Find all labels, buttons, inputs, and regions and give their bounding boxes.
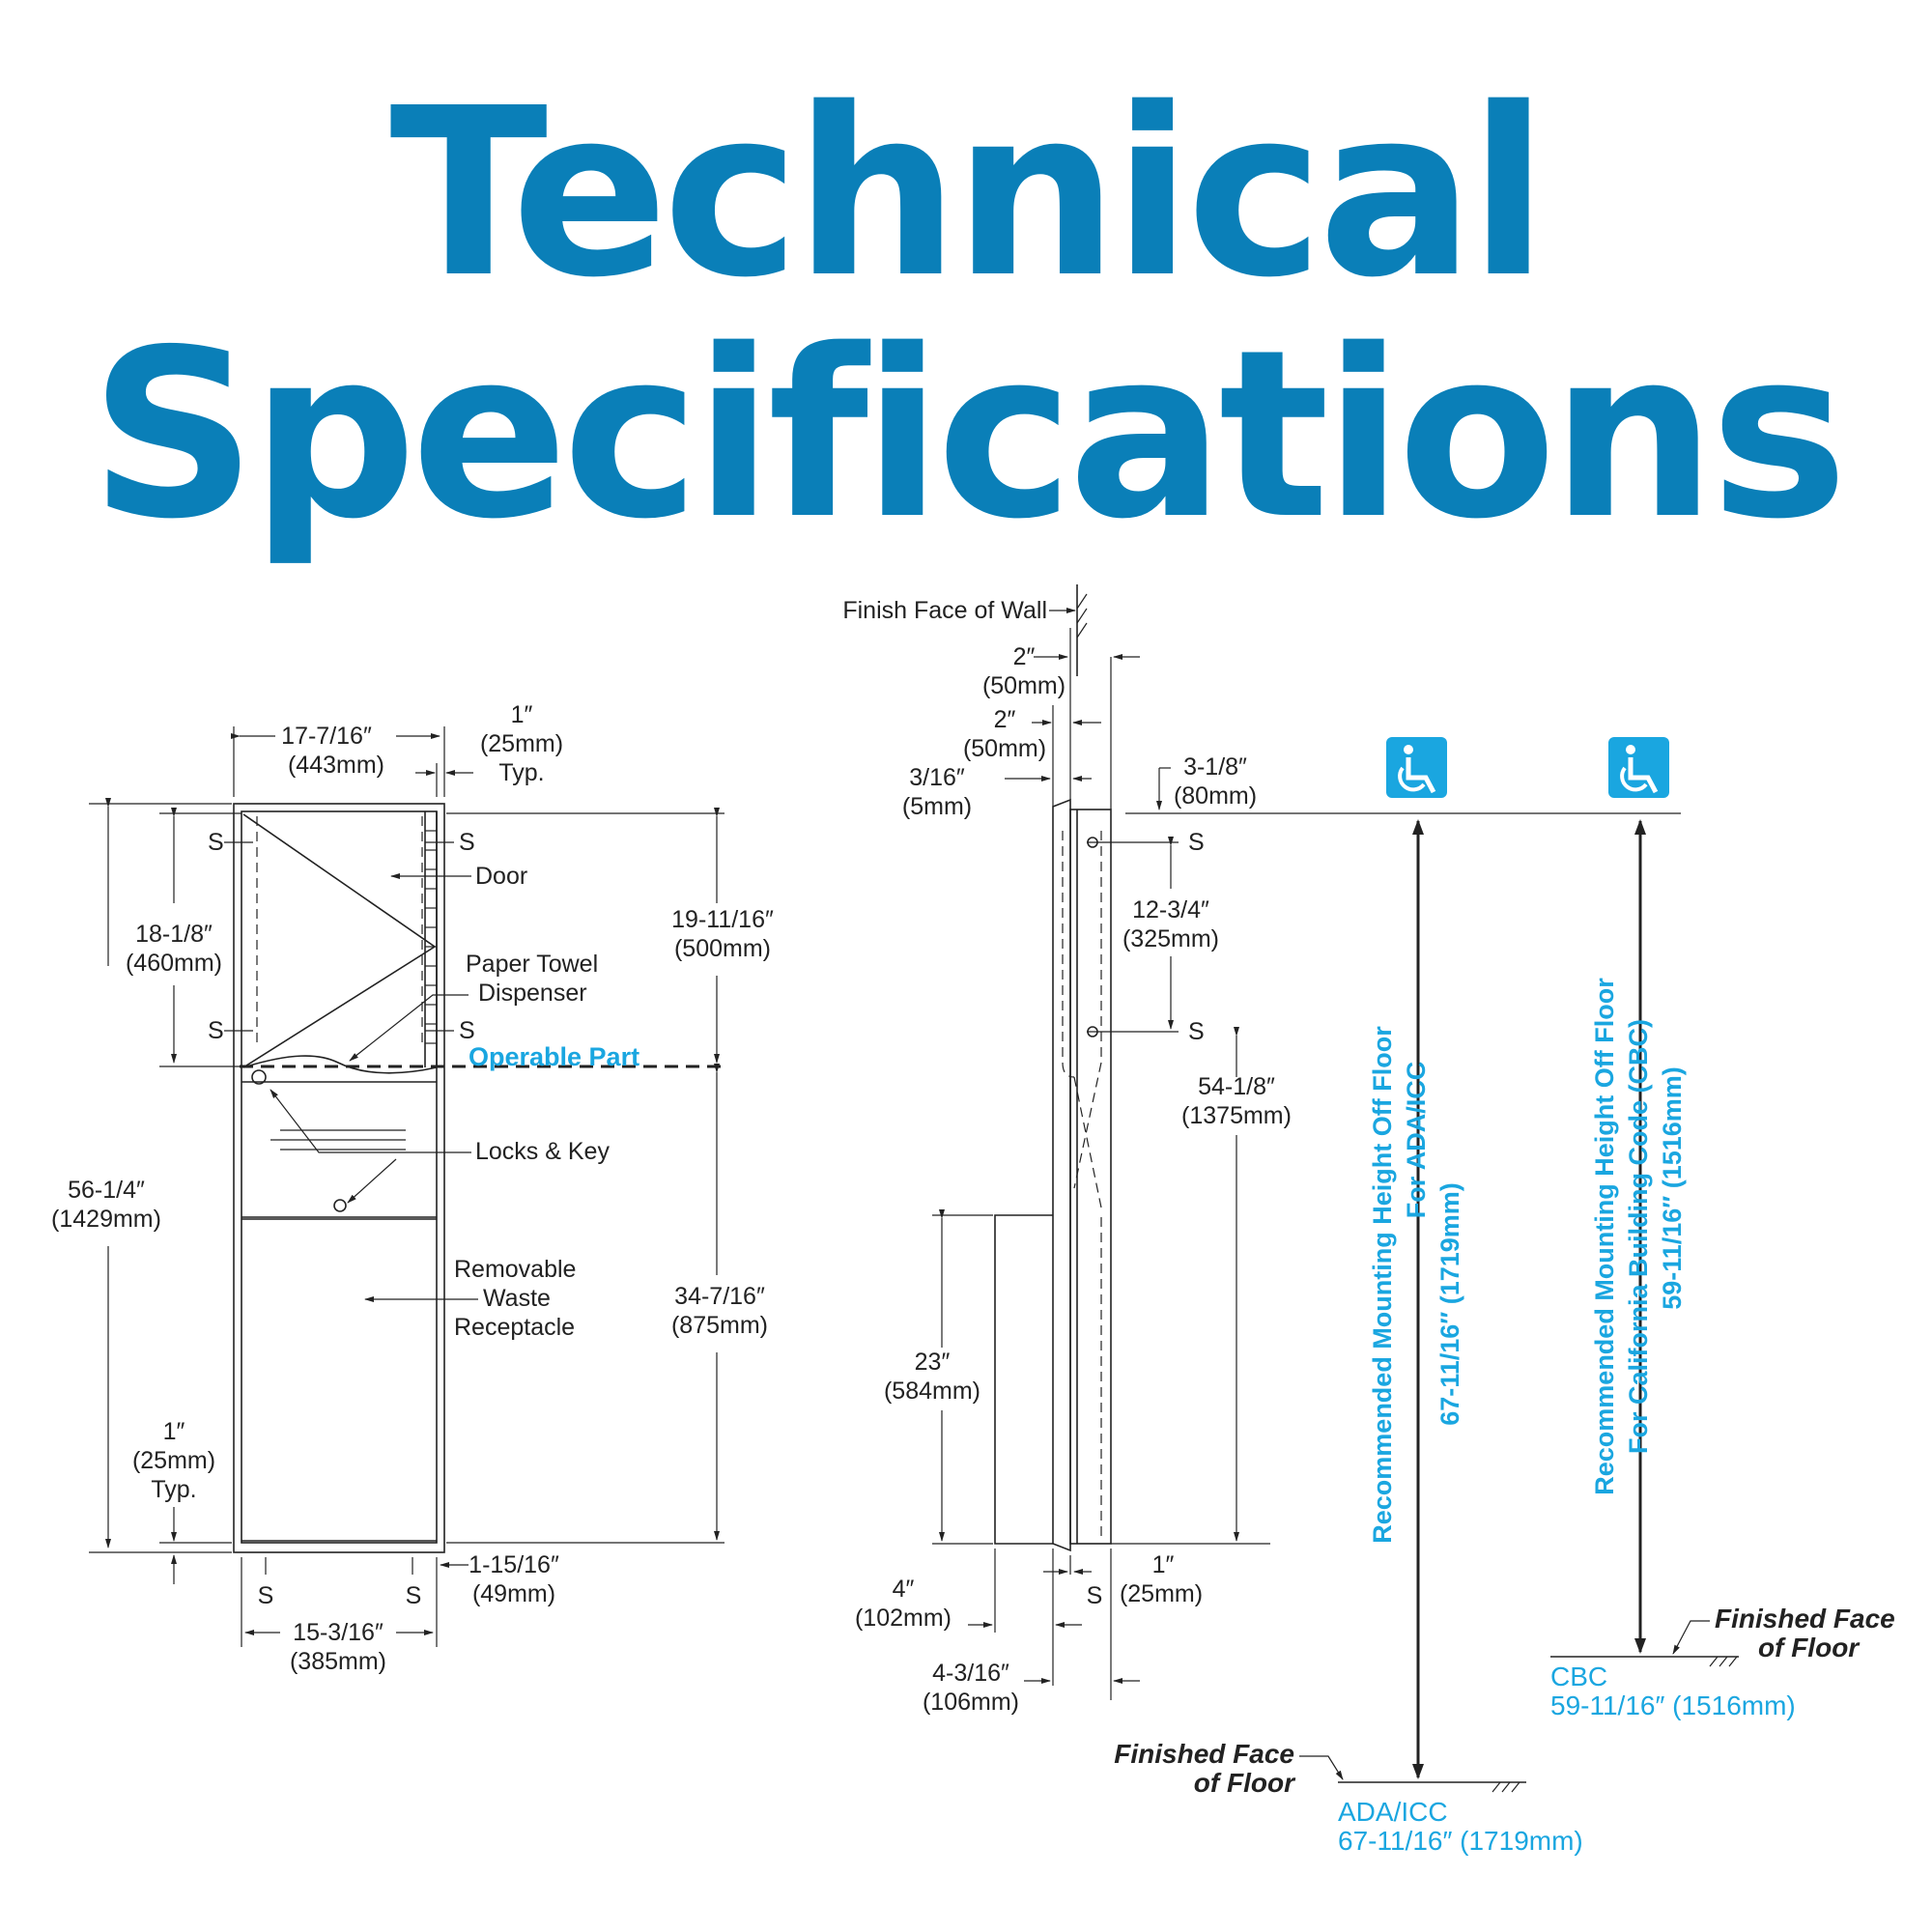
flange-typ: Typ. xyxy=(498,759,544,786)
side-dim-8: 4″ xyxy=(893,1576,915,1603)
waste-label-1: Removable xyxy=(454,1256,576,1283)
upper-right-dim: 19-11/16″ xyxy=(671,906,774,933)
screw-label: S xyxy=(406,1582,422,1609)
width-top-dim: 17-7/16″ xyxy=(281,723,372,750)
screw-label: S xyxy=(1087,1582,1103,1609)
side-view xyxy=(994,584,1112,1552)
side-dim-4: 3-1/8″ xyxy=(1183,753,1247,781)
side-dim-5-mm: (325mm) xyxy=(1122,925,1219,952)
upper-section-dim: 18-1/8″ xyxy=(135,921,213,948)
side-dim-7-mm: (584mm) xyxy=(884,1378,980,1405)
waste-label-2: Waste xyxy=(483,1285,551,1312)
operable-part-label: Operable Part xyxy=(469,1042,639,1071)
cbc-finished-floor-label-1: Finished Face xyxy=(1715,1604,1895,1634)
bottom-flange-typ: Typ. xyxy=(151,1476,196,1503)
side-dim-8-mm: (102mm) xyxy=(855,1605,952,1632)
finish-wall-label: Finish Face of Wall xyxy=(842,597,1047,624)
page-title-line-1: Technical xyxy=(389,58,1548,328)
width-top-mm: (443mm) xyxy=(288,752,384,779)
cbc-recommendation-line2: For California Building Code (CBC) xyxy=(1624,1019,1653,1454)
page-title-line-2: Specifications xyxy=(89,299,1848,570)
lock-icon xyxy=(251,1069,267,1085)
side-dim-2: 2″ xyxy=(994,706,1016,733)
locks-key-label: Locks & Key xyxy=(475,1138,610,1165)
lower-right-dim: 34-7/16″ xyxy=(674,1283,765,1310)
upper-right-mm: (500mm) xyxy=(674,935,771,962)
wheelchair-accessibility-icon xyxy=(1386,737,1447,798)
screw-label: S xyxy=(258,1582,274,1609)
side-dim-7: 23″ xyxy=(915,1349,951,1376)
height-total-dim: 56-1/4″ xyxy=(68,1177,145,1204)
side-dim-9-mm: (106mm) xyxy=(923,1689,1019,1716)
bottom-flange-dim: 1″ xyxy=(163,1418,185,1445)
lower-right-mm: (875mm) xyxy=(671,1312,768,1339)
bottom-flange-mm: (25mm) xyxy=(132,1447,215,1474)
waste-receptacle-side xyxy=(994,1214,1053,1545)
side-dim-9: 4-3/16″ xyxy=(932,1660,1009,1687)
ada-height-value: 67-11/16″ (1719mm) xyxy=(1435,1182,1464,1426)
cbc-recommendation-line1: Recommended Mounting Height Off Floor xyxy=(1590,978,1619,1495)
ada-recommendation-line2: For ADA/ICC xyxy=(1402,1062,1431,1219)
front-outer-flange xyxy=(233,803,445,1553)
waste-label-3: Receptacle xyxy=(454,1314,575,1341)
screw-label: S xyxy=(208,829,224,856)
upper-section-mm: (460mm) xyxy=(126,950,222,977)
ada-floor-label: ADA/ICC xyxy=(1338,1797,1448,1827)
flange-mm: (25mm) xyxy=(480,730,563,757)
door-outline xyxy=(242,813,437,1068)
width-bottom-dim: 15-3/16″ xyxy=(293,1619,384,1646)
flange-dim: 1″ xyxy=(511,701,533,728)
side-dim-1: 2″ xyxy=(1013,643,1036,670)
screw-label: S xyxy=(459,1017,475,1044)
wheelchair-accessibility-icon xyxy=(1608,737,1669,798)
screw-label: S xyxy=(208,1017,224,1044)
front-view xyxy=(233,803,445,1553)
side-dim-1-mm: (50mm) xyxy=(982,672,1065,699)
side-dim-3: 3/16″ xyxy=(909,764,965,791)
height-total-mm: (1429mm) xyxy=(51,1206,161,1233)
side-dim-5: 12-3/4″ xyxy=(1132,896,1209,923)
door-label: Door xyxy=(475,863,527,890)
key-lock-icon xyxy=(333,1199,347,1212)
cbc-floor-value: 59-11/16″ (1516mm) xyxy=(1550,1690,1796,1720)
width-bottom-mm: (385mm) xyxy=(290,1648,386,1675)
side-dim-2-mm: (50mm) xyxy=(963,735,1046,762)
cbc-finished-floor-label-2: of Floor xyxy=(1758,1633,1861,1662)
screw-label: S xyxy=(1188,1018,1205,1045)
side-dim-3-mm: (5mm) xyxy=(902,793,972,820)
ada-floor-value: 67-11/16″ (1719mm) xyxy=(1338,1826,1583,1856)
side-body xyxy=(1069,809,1112,1545)
paper-towel-label-2: Dispenser xyxy=(478,980,587,1007)
side-flange xyxy=(1052,798,1071,1552)
ada-recommendation-line1: Recommended Mounting Height Off Floor xyxy=(1368,1026,1397,1544)
front-inner-box xyxy=(241,810,438,1544)
bottom-right-mm: (49mm) xyxy=(472,1580,555,1607)
side-dim-10-mm: (25mm) xyxy=(1120,1580,1203,1607)
side-dim-4-mm: (80mm) xyxy=(1174,782,1257,810)
cbc-height-value: 59-11/16″ (1516mm) xyxy=(1658,1066,1687,1310)
screw-label: S xyxy=(459,829,475,856)
paper-towel-label-1: Paper Towel xyxy=(466,951,598,978)
side-dim-6-mm: (1375mm) xyxy=(1181,1102,1292,1129)
ada-finished-floor-label-2: of Floor xyxy=(1194,1768,1296,1798)
ada-finished-floor-label-1: Finished Face xyxy=(1114,1739,1294,1769)
screw-label: S xyxy=(1188,829,1205,856)
side-dim-10: 1″ xyxy=(1152,1551,1175,1578)
side-dim-6: 54-1/8″ xyxy=(1198,1073,1275,1100)
cbc-floor-label: CBC xyxy=(1550,1662,1607,1691)
bottom-right-dim: 1-15/16″ xyxy=(469,1551,559,1578)
